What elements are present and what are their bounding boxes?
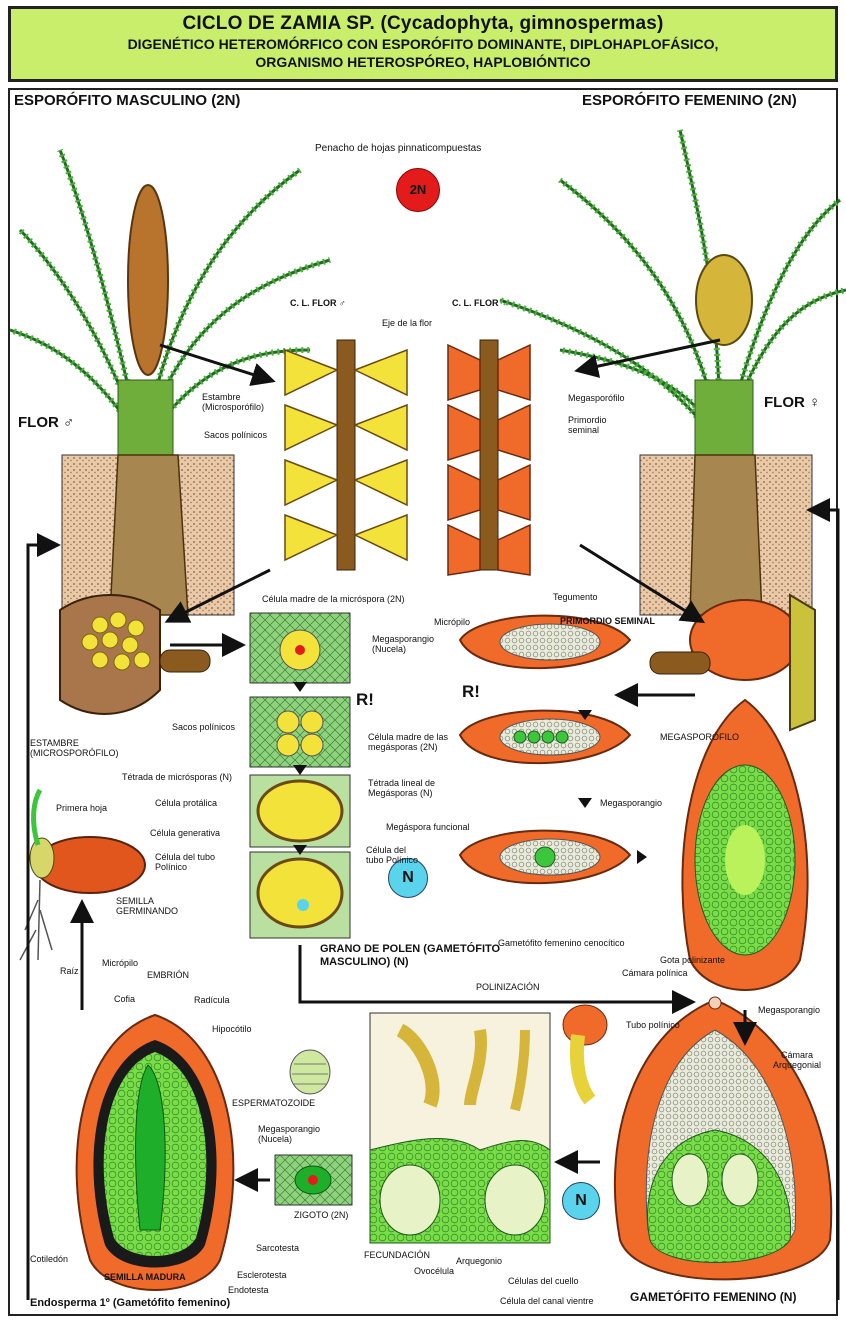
male-sporophyte-label: ESPORÓFITO MASCULINO (2N) bbox=[14, 96, 240, 106]
fertilization-box bbox=[370, 1013, 550, 1243]
female-gametophyte-label: GAMETÓFITO FEMENINO (N) bbox=[630, 1292, 796, 1302]
flor-female-label: FLOR ♀ bbox=[764, 398, 820, 408]
microspore-stages bbox=[250, 613, 350, 938]
male-sporophyte-plant bbox=[10, 150, 330, 615]
prothallial-cell-label: Célula protálica bbox=[155, 798, 217, 808]
embryo-label: EMBRIÓN bbox=[147, 970, 189, 980]
micropyle-label-seed: Micrópilo bbox=[102, 958, 138, 968]
pollen-chamber-label: Cámara polínica bbox=[622, 968, 688, 978]
sclerotesta-label: Esclerotesta bbox=[237, 1270, 287, 1280]
archegonium-label: Arquegonio bbox=[456, 1256, 502, 1266]
root-cap-label: Cofia bbox=[114, 994, 135, 1004]
pollination-drop-label: Gota polinizante bbox=[660, 955, 725, 965]
male-cone-section bbox=[285, 340, 407, 570]
megasporangium-label-bottom: Megasporangio bbox=[758, 1005, 820, 1015]
generative-cell-label: Célula generativa bbox=[150, 828, 220, 838]
zygote-drawing bbox=[275, 1155, 352, 1205]
fertilization-label: FECUNDACIÓN bbox=[364, 1250, 430, 1260]
axis-label: Eje de la flor bbox=[382, 318, 432, 328]
stamen-top-label: Estambre (Microsporófilo) bbox=[202, 392, 280, 412]
egg-cell-label: Ovocélula bbox=[414, 1266, 454, 1276]
zygote-label: ZIGOTO (2N) bbox=[294, 1210, 348, 1220]
cenocytic-gametophyte bbox=[682, 700, 807, 990]
pollen-sacs-label: Sacos polínicos bbox=[172, 722, 235, 732]
sarcotesta-label: Sarcotesta bbox=[256, 1243, 299, 1253]
megaspore-mother-cell-label: Célula madre de las megásporas (2N) bbox=[368, 732, 453, 752]
seminal-primordium-top-label: Primordio seminal bbox=[568, 415, 618, 435]
mature-seed-label: SEMILLA MADURA bbox=[104, 1272, 186, 1282]
meiosis-mark-male: R! bbox=[356, 690, 374, 710]
megasporangium-label-1: Megasporangio bbox=[600, 798, 662, 808]
root-label: Raíz bbox=[60, 966, 79, 976]
megasporangium-nucellus-label-bottom: Megasporangio (Nucela) bbox=[258, 1124, 338, 1144]
tube-cell-label-right: Célula del tubo Polínico bbox=[366, 845, 426, 865]
tube-cell-label-left: Célula del tubo Polínico bbox=[155, 852, 240, 872]
female-sporophyte-plant bbox=[500, 130, 846, 615]
hypocotyl-label: Hipocótilo bbox=[212, 1024, 252, 1034]
ventral-canal-cell-label: Célula del canal vientre bbox=[500, 1296, 594, 1306]
stamen-label: ESTAMBRE (MICROSPORÓFILO) bbox=[30, 738, 140, 758]
pollen-tube-drawing bbox=[563, 1005, 607, 1100]
pollen-tube-label: Tubo polínico bbox=[626, 1020, 680, 1030]
meiosis-mark-female: R! bbox=[462, 682, 480, 702]
spermatozoid-drawing bbox=[290, 1050, 330, 1094]
endotesta-label: Endotesta bbox=[228, 1285, 269, 1295]
diploid-badge: 2N bbox=[396, 168, 440, 212]
female-sporophyte-label: ESPORÓFITO FEMENINO (2N) bbox=[582, 96, 797, 106]
linear-tetrad-label: Tétrada lineal de Megásporas (N) bbox=[368, 778, 458, 798]
female-gametophyte-ovule bbox=[615, 997, 831, 1279]
megasporophyll-top-label: Megasporófilo bbox=[568, 393, 625, 403]
microspore-mother-cell-label: Célula madre de la micróspora (2N) bbox=[262, 594, 405, 604]
spermatozoid-label: ESPERMATOZOIDE bbox=[232, 1098, 315, 1108]
archegonial-chamber-label: Cámara Arquegonial bbox=[762, 1050, 832, 1070]
cotyledon-label: Cotiledón bbox=[30, 1254, 68, 1264]
integument-label: Tegumento bbox=[553, 592, 598, 602]
endosperm-label: Endosperma 1º (Gametófito femenino) bbox=[30, 1298, 230, 1308]
seminal-primordium-label: PRIMORDIO SEMINAL bbox=[560, 616, 655, 626]
female-cone-section bbox=[448, 340, 530, 575]
megasporophyll-label: MEGASPORÓFILO bbox=[660, 732, 739, 742]
mature-seed bbox=[77, 1015, 234, 1290]
cl-female-label: C. L. FLOR ♀ bbox=[452, 298, 508, 308]
flor-male-label: FLOR ♂ bbox=[18, 418, 74, 428]
cl-male-label: C. L. FLOR ♂ bbox=[290, 298, 346, 308]
first-leaf-label: Primera hoja bbox=[56, 803, 107, 813]
ovule-stages bbox=[460, 616, 630, 884]
pollination-label: POLINIZACIÓN bbox=[476, 982, 540, 992]
micropyle-label-top: Micrópilo bbox=[434, 617, 470, 627]
cenocytic-gametophyte-label: Gametófito femenino cenocítico bbox=[498, 938, 625, 948]
haploid-badge-gametophyte: N bbox=[562, 1182, 600, 1220]
pollen-sacs-top-label: Sacos polínicos bbox=[204, 430, 267, 440]
leaves-label: Penacho de hojas pinnaticompuestas bbox=[315, 144, 481, 154]
germinating-seed-label: SEMILLA GERMINANDO bbox=[116, 896, 186, 916]
megasporangium-nucellus-label: Megasporangio (Nucela) bbox=[372, 634, 442, 654]
microspore-tetrad-label: Tétrada de micrósporas (N) bbox=[122, 772, 232, 782]
neck-cells-label: Células del cuello bbox=[508, 1276, 579, 1286]
radicle-label: Radícula bbox=[194, 995, 230, 1005]
functional-megaspore-label: Megáspora funcional bbox=[386, 822, 470, 832]
